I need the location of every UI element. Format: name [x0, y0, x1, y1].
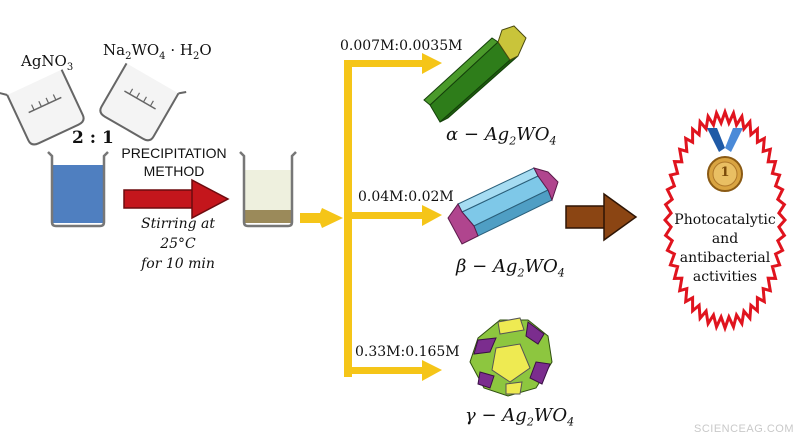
phase-label-beta: β − Ag2WO4 — [456, 256, 565, 280]
gamma-crystal — [469, 317, 553, 397]
conditions-line-2: 25°C — [160, 236, 196, 252]
phase-label-alpha: α − Ag2WO4 — [446, 124, 557, 148]
result-text: Photocatalytic and antibacterial activit… — [660, 211, 790, 287]
concentration-alpha: 0.007M:0.0035M — [340, 38, 463, 54]
reaction-conditions: Stirring at 25°C for 10 min — [118, 214, 238, 274]
concentration-gamma: 0.33M:0.165M — [355, 344, 460, 360]
result-line-1: Photocatalytic — [674, 212, 776, 228]
conditions-line-1: Stirring at — [141, 216, 215, 232]
conditions-line-3: for 10 min — [141, 256, 215, 272]
method-label: PRECIPITATION METHOD — [104, 144, 244, 180]
method-line-1: PRECIPITATION — [121, 145, 227, 161]
result-line-3: antibacterial — [679, 250, 771, 266]
beta-crystal — [447, 167, 559, 245]
watermark: SCIENCEAG.COM — [694, 423, 795, 435]
reagent-sodium-tungstate: Na2WO4 · H2O — [103, 41, 212, 62]
medal-icon — [707, 128, 743, 192]
tilted-beaker-right — [99, 62, 187, 142]
phase-label-gamma: γ − Ag2WO4 — [465, 405, 575, 429]
result-line-2: and — [711, 231, 739, 247]
medal-number: 1 — [720, 165, 730, 180]
reagent-silver-nitrate: AgNO3 — [21, 52, 74, 73]
brown-arrow — [565, 192, 638, 242]
result-line-4: activities — [692, 269, 758, 285]
tilted-beaker-left — [0, 69, 85, 146]
alpha-crystal — [423, 25, 527, 123]
method-line-2: METHOD — [143, 163, 205, 179]
molar-ratio: 2 : 1 — [72, 128, 114, 148]
result-badge — [662, 107, 788, 333]
red-arrow — [123, 178, 230, 220]
yellow-branch-arrows — [300, 53, 442, 381]
precipitate-beaker — [239, 151, 297, 228]
concentration-beta: 0.04M:0.02M — [358, 189, 454, 205]
solution-beaker — [47, 151, 109, 228]
